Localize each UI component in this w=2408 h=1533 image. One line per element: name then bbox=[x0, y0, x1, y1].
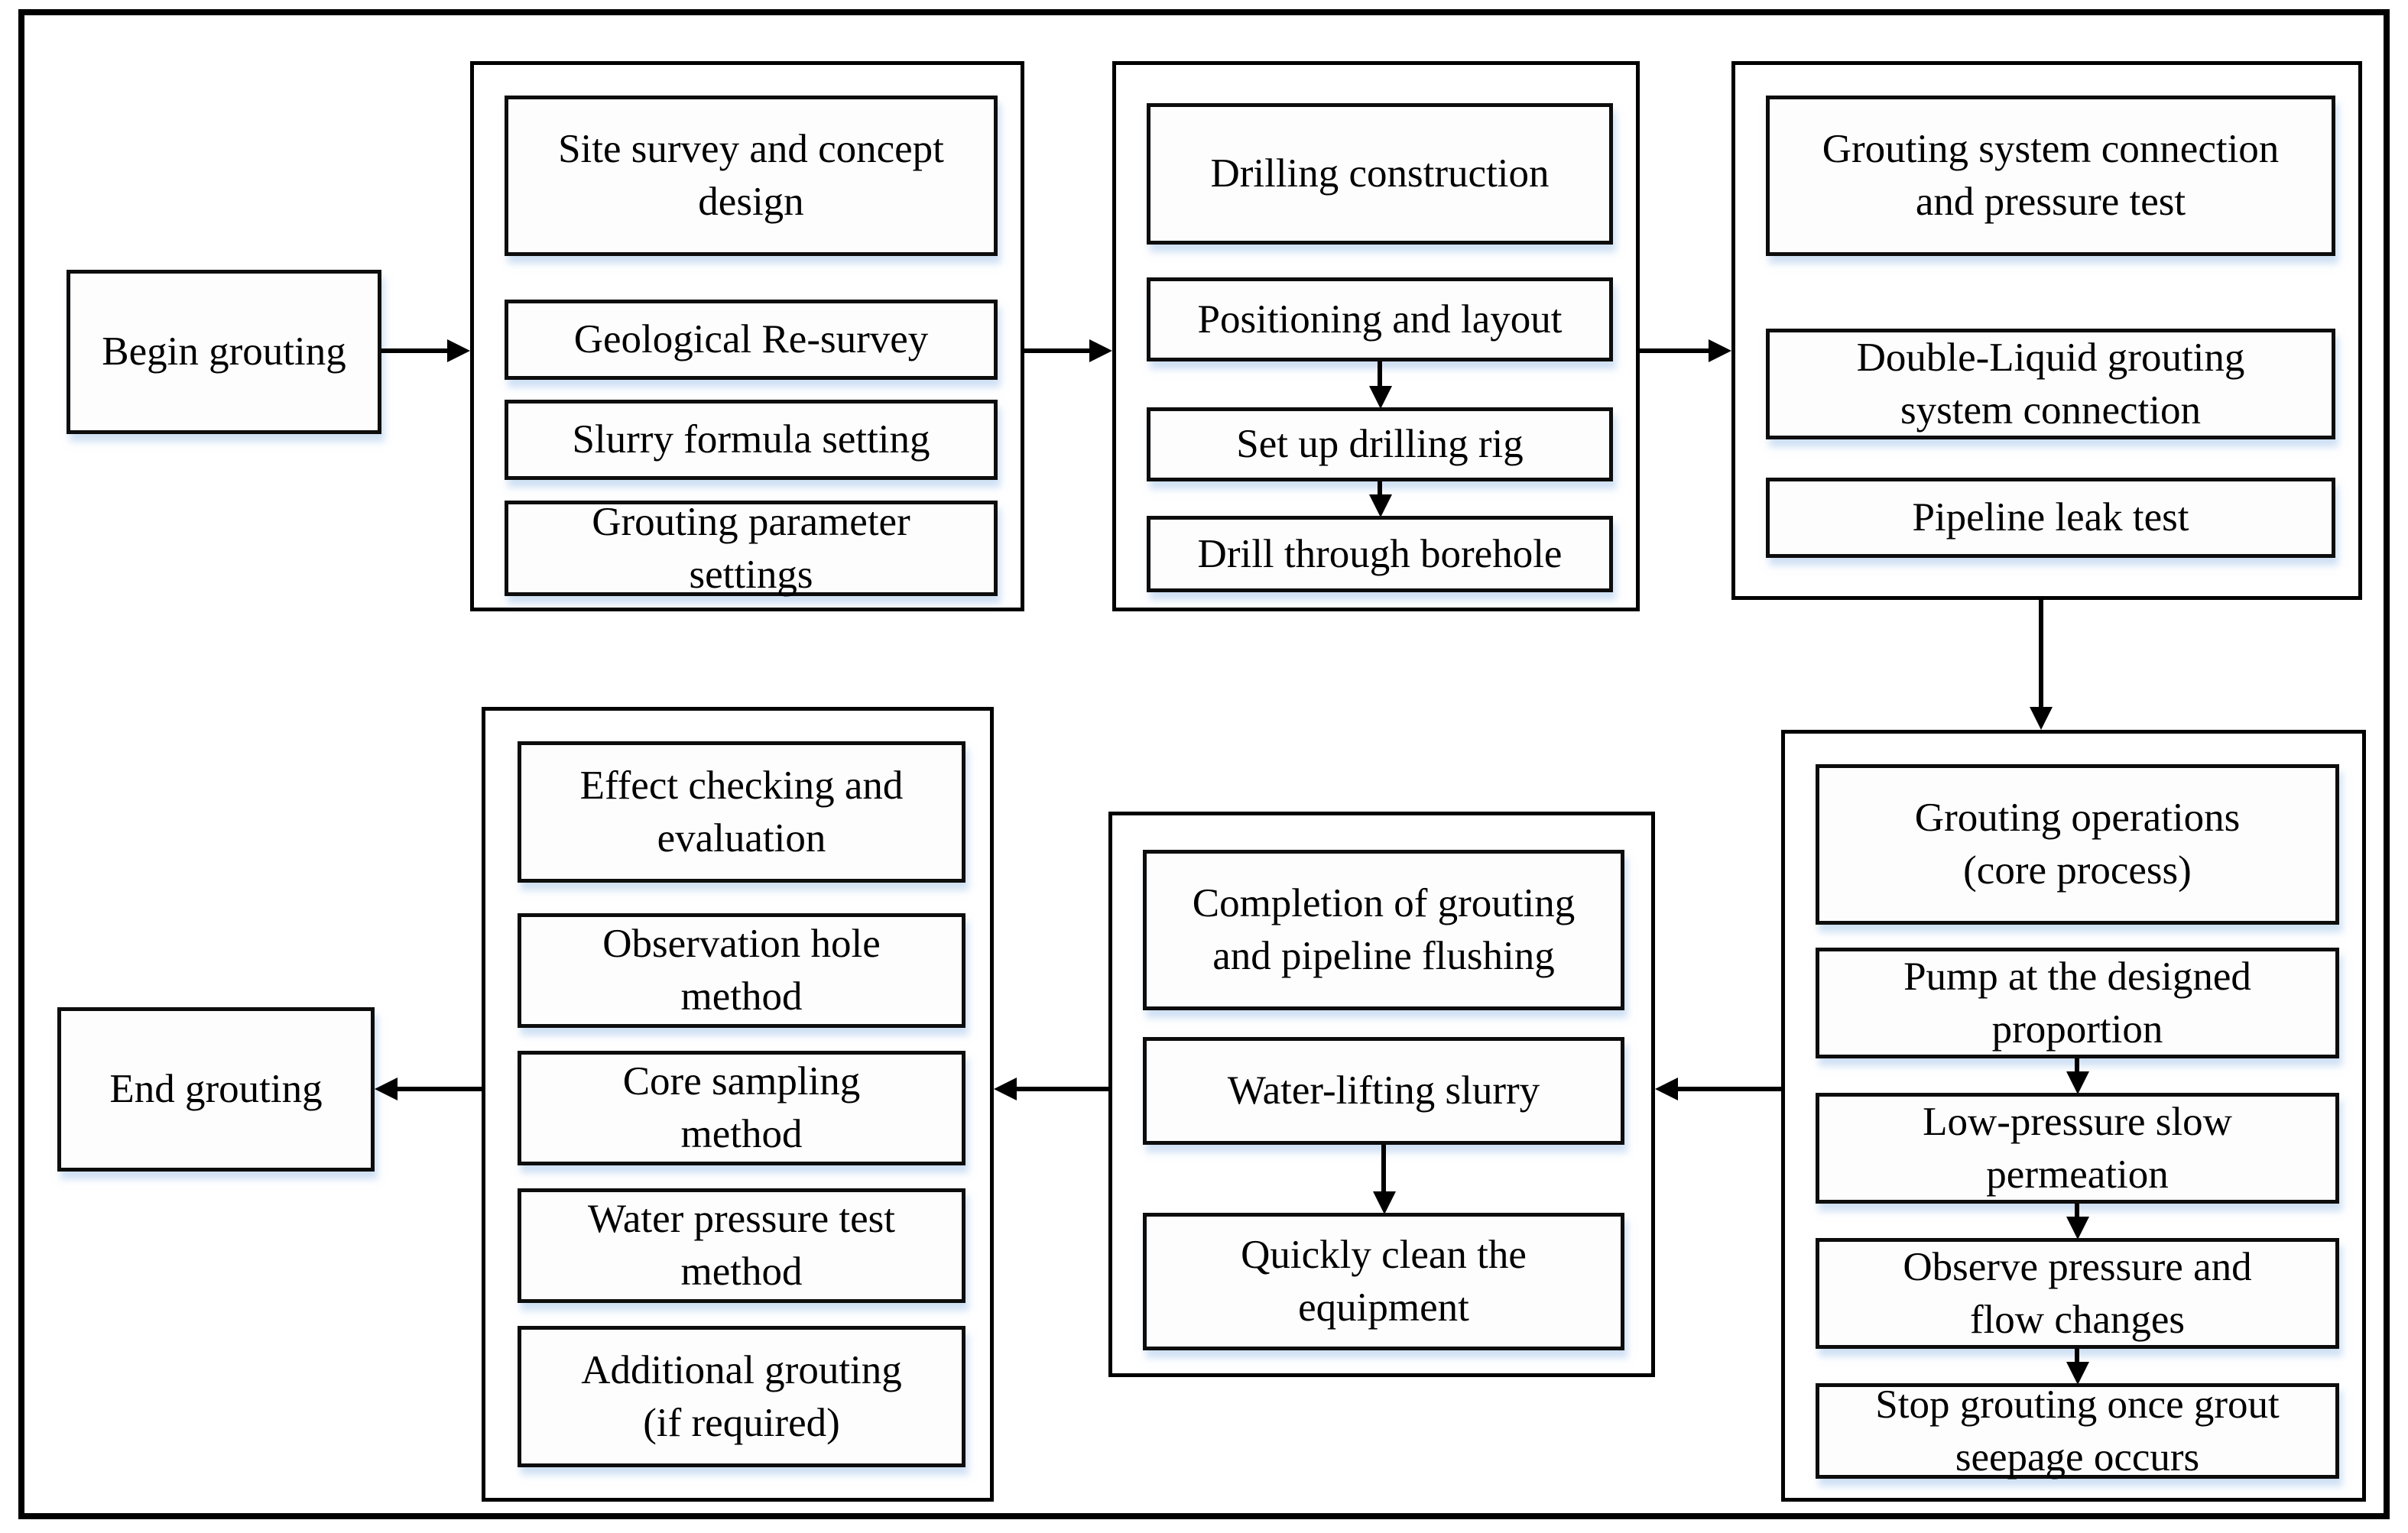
node-label: Positioning and layout bbox=[1197, 297, 1563, 342]
arrow-head bbox=[1655, 1078, 1678, 1100]
node-label: Pipeline leak test bbox=[1912, 495, 2189, 540]
node-slurry-formula: Slurry formula setting bbox=[505, 400, 998, 480]
arrow-head bbox=[1373, 1191, 1396, 1214]
arrow-shaft bbox=[1640, 348, 1710, 353]
arrow-shaft bbox=[1378, 481, 1382, 496]
arrow-head bbox=[447, 339, 470, 362]
node-observation-hole: Observation hole method bbox=[518, 913, 965, 1028]
arrow-head bbox=[1369, 386, 1392, 409]
node-end-grouting: End grouting bbox=[57, 1007, 375, 1172]
group-system-connection: Grouting system connection and pressure … bbox=[1731, 61, 2362, 600]
group-effect-checking: Effect checking and evaluation Observati… bbox=[482, 707, 994, 1502]
node-effect-checking: Effect checking and evaluation bbox=[518, 741, 965, 883]
node-label: Observe pressure and flow changes bbox=[1903, 1244, 2252, 1342]
arrow-head bbox=[375, 1078, 398, 1100]
node-low-pressure-permeation: Low-pressure slow permeation bbox=[1816, 1093, 2339, 1204]
node-label: Core sampling method bbox=[622, 1059, 861, 1156]
node-label: Geological Re-survey bbox=[573, 317, 929, 362]
node-system-connection-test: Grouting system connection and pressure … bbox=[1766, 96, 2335, 256]
node-water-pressure-test: Water pressure test method bbox=[518, 1188, 965, 1303]
group-survey-design: Site survey and concept design Geologica… bbox=[470, 61, 1024, 611]
node-stop-grouting-seepage: Stop grouting once grout seepage occurs bbox=[1816, 1382, 2339, 1480]
arrow-head bbox=[2066, 1217, 2089, 1240]
node-label: End grouting bbox=[109, 1067, 323, 1112]
arrow-shaft bbox=[1381, 1145, 1386, 1193]
node-drilling-construction: Drilling construction bbox=[1147, 103, 1613, 245]
node-site-survey: Site survey and concept design bbox=[505, 96, 998, 256]
node-pump-designed-proportion: Pump at the designed proportion bbox=[1816, 948, 2339, 1058]
arrow-shaft bbox=[381, 348, 449, 353]
arrow-shaft bbox=[1676, 1087, 1781, 1091]
node-label: Observation hole method bbox=[602, 922, 881, 1019]
node-clean-equipment: Quickly clean the equipment bbox=[1143, 1213, 1624, 1350]
arrow-head bbox=[2066, 1362, 2089, 1385]
arrow-shaft bbox=[2039, 600, 2043, 708]
arrow-head bbox=[1089, 339, 1112, 362]
node-double-liquid-connection: Double-Liquid grouting system connection bbox=[1766, 329, 2335, 439]
node-positioning-layout: Positioning and layout bbox=[1147, 277, 1613, 361]
node-label: Completion of grouting and pipeline flus… bbox=[1192, 881, 1576, 978]
group-grouting-operations: Grouting operations (core process) Pump … bbox=[1781, 730, 2366, 1502]
arrow-shaft bbox=[396, 1087, 482, 1091]
node-observe-pressure-flow: Observe pressure and flow changes bbox=[1816, 1238, 2339, 1349]
group-drilling-construction: Drilling construction Positioning and la… bbox=[1112, 61, 1640, 611]
node-label: Stop grouting once grout seepage occurs bbox=[1875, 1382, 2280, 1480]
group-completion-flushing: Completion of grouting and pipeline flus… bbox=[1108, 812, 1655, 1377]
arrow-shaft bbox=[2075, 1204, 2079, 1218]
node-label: Low-pressure slow permeation bbox=[1923, 1099, 2232, 1197]
node-label: Grouting operations (core process) bbox=[1914, 796, 2241, 893]
node-pipeline-leak-test: Pipeline leak test bbox=[1766, 478, 2335, 558]
arrow-head bbox=[2066, 1071, 2089, 1094]
node-begin-grouting: Begin grouting bbox=[67, 270, 381, 434]
arrow-head bbox=[1369, 494, 1392, 517]
node-setup-drilling-rig: Set up drilling rig bbox=[1147, 407, 1613, 481]
node-label: Begin grouting bbox=[102, 329, 346, 374]
node-core-sampling: Core sampling method bbox=[518, 1051, 965, 1165]
node-label: Grouting system connection and pressure … bbox=[1822, 127, 2280, 224]
node-completion-flushing: Completion of grouting and pipeline flus… bbox=[1143, 850, 1624, 1010]
node-label: Set up drilling rig bbox=[1236, 422, 1524, 467]
node-label: Slurry formula setting bbox=[572, 417, 930, 462]
node-label: Double-Liquid grouting system connection bbox=[1856, 335, 2245, 433]
node-label: Effect checking and evaluation bbox=[579, 763, 904, 860]
node-grouting-operations: Grouting operations (core process) bbox=[1816, 764, 2339, 925]
node-label: Drill through borehole bbox=[1197, 531, 1563, 576]
node-label: Pump at the designed proportion bbox=[1903, 954, 2251, 1052]
node-water-lifting-slurry: Water-lifting slurry bbox=[1143, 1037, 1624, 1145]
node-label: Additional grouting (if required) bbox=[581, 1347, 902, 1445]
arrow-shaft bbox=[2075, 1058, 2079, 1073]
arrow-head bbox=[994, 1078, 1017, 1100]
arrow-shaft bbox=[1024, 348, 1091, 353]
arrow-head bbox=[1709, 339, 1731, 362]
arrow-shaft bbox=[1015, 1087, 1108, 1091]
node-label: Quickly clean the equipment bbox=[1241, 1233, 1527, 1330]
arrow-shaft bbox=[2075, 1349, 2079, 1363]
node-drill-borehole: Drill through borehole bbox=[1147, 516, 1613, 592]
node-label: Grouting parameter settings bbox=[592, 499, 910, 597]
arrow-head bbox=[2030, 707, 2053, 730]
arrow-shaft bbox=[1378, 361, 1382, 387]
node-geological-resurvey: Geological Re-survey bbox=[505, 300, 998, 380]
node-additional-grouting: Additional grouting (if required) bbox=[518, 1326, 965, 1467]
node-label: Site survey and concept design bbox=[558, 127, 944, 224]
node-label: Water-lifting slurry bbox=[1227, 1068, 1540, 1113]
node-label: Drilling construction bbox=[1210, 151, 1550, 196]
node-label: Water pressure test method bbox=[588, 1197, 895, 1294]
node-grouting-parameters: Grouting parameter settings bbox=[505, 500, 998, 597]
